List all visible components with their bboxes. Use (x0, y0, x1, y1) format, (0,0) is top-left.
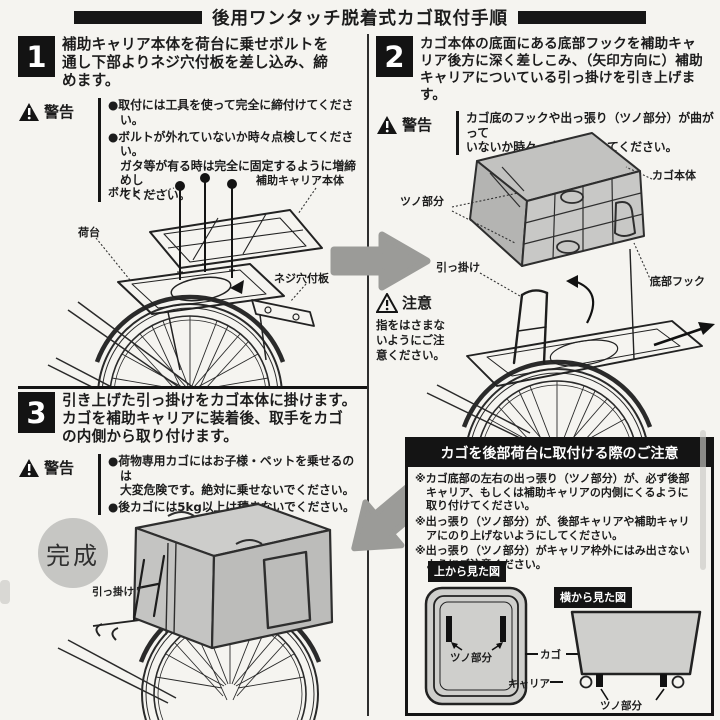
step-2-instruction: カゴ本体の底面にある底部フックを補助キャ リア後方に深く差しこみ、（矢印方向に）… (420, 36, 703, 103)
side-view-horn-label: ツノ部分 (600, 700, 642, 712)
carrier-label: キャリア (508, 678, 550, 690)
figure-step2-attach-view: カゴ本体 ツノ部分 底部フック 引っ掛け (372, 131, 720, 437)
arrow-right-icon (330, 226, 434, 296)
step-1-instruction: 補助キャリア本体を荷台に乗せボルトを 通し下部よりネジ穴付板を差し込み、締 めま… (62, 36, 329, 90)
caution-label: 注意 (402, 294, 433, 312)
warning-triangle-icon (18, 102, 40, 122)
step-3-warning: 警告 ●荷物専用カゴにはお子様・ペットを乗せるのは 大変危険です。絶対に乗せない… (18, 454, 366, 515)
warning-text: ●取付には工具を使って完全に締付けてください。 (108, 98, 354, 127)
scan-artifact (700, 430, 706, 570)
warning-label: 警告 (44, 459, 75, 478)
warning-text: ●後カゴには5kg以上は積まないでください。 (108, 500, 355, 515)
step-3-number: 3 (18, 392, 55, 433)
caution-badge: 注意 (376, 292, 432, 313)
warning-label: 警告 (44, 103, 75, 122)
warning-triangle-icon (376, 115, 398, 135)
step-2-number: 2 (376, 36, 413, 77)
column-divider (367, 34, 369, 716)
basket-label: カゴ (540, 649, 561, 661)
complete-badge: 完成 (38, 518, 108, 588)
left-section-divider (18, 386, 367, 389)
figure-step3-completed-view: 引っ掛け (18, 498, 366, 720)
label-latch: 引っ掛け (92, 586, 134, 598)
header-bar-left (74, 10, 202, 24)
carrier-label-leader (550, 681, 563, 683)
caution-triangle-icon (376, 292, 398, 313)
scan-artifact (0, 580, 10, 604)
label-carrier-body: 補助キャリア本体 (256, 174, 344, 187)
notice-note: ※カゴ底部の左右の出っ張り（ツノ部分）が、必ず後部 キャリア、もしくは補助キャリ… (415, 472, 690, 513)
step-1-section: 1 補助キャリア本体を荷台に乗せボルトを 通し下部よりネジ穴付板を差し込み、締 … (18, 36, 366, 203)
header-bar-right (518, 10, 646, 24)
notice-box: カゴを後部荷台に取付ける際のご注意 ※カゴ底部の左右の出っ張り（ツノ部分）が、必… (405, 437, 714, 716)
figure-step1-exploded-view: ボルト 補助キャリア本体 荷台 ネジ穴付板 (18, 160, 366, 386)
label-basket-body: カゴ本体 (652, 169, 696, 182)
label-bottom-hook: 底部フック (650, 275, 705, 288)
label-bolt: ボルト (108, 186, 141, 199)
notice-box-title: カゴを後部荷台に取付ける際のご注意 (408, 440, 711, 467)
side-view-title: 横から見た図 (554, 587, 632, 608)
figure-step1-drawing (47, 173, 323, 386)
label-latch: 引っ掛け (436, 261, 480, 274)
figure-step2-drawing (426, 132, 715, 437)
page-header: 後用ワンタッチ脱着式カゴ取付手順 (0, 4, 720, 30)
step-3-instruction: 引き上げた引っ掛けをカゴ本体に掛けます。 カゴを補助キャリアに装着後、取手をカゴ… (62, 392, 357, 446)
warning-label: 警告 (402, 116, 433, 135)
label-screw-plate: ネジ穴付板 (274, 272, 329, 285)
warning-text: ●荷物専用カゴにはお子様・ペットを乗せるのは 大変危険です。絶対に乗せないでくだ… (108, 454, 355, 498)
top-view-horn-label: ツノ部分 (450, 652, 492, 664)
basket-label-leader (525, 653, 538, 655)
top-view-title: 上から見た図 (428, 561, 506, 582)
side-view-diagram (558, 608, 713, 704)
warning-text: ●ボルトが外れていないか時々点検してください。 ガタ等が有る時は完全に固定するよ… (108, 130, 356, 202)
figure-step3-drawing (57, 502, 334, 720)
step-1-warning: 警告 ●取付には工具を使って完全に締付けてください。 ●ボルトが外れていないか時… (18, 98, 366, 203)
page-title: 後用ワンタッチ脱着式カゴ取付手順 (212, 8, 508, 29)
label-rack: 荷台 (78, 226, 100, 239)
label-horn: ツノ部分 (400, 195, 444, 208)
step-1-number: 1 (18, 36, 55, 77)
step-3-section: 3 引き上げた引っ掛けをカゴ本体に掛けます。 カゴを補助キャリアに装着後、取手を… (18, 392, 366, 515)
warning-triangle-icon (18, 458, 40, 478)
notice-note: ※出っ張り（ツノ部分）が、後部キャリアや補助キャリ アにのり上げないようにしてく… (415, 514, 690, 542)
caution-text: 指をはさまな いようにご注 意ください。 (376, 318, 445, 362)
basket-label-leader (566, 653, 579, 655)
top-view-diagram (422, 582, 535, 708)
